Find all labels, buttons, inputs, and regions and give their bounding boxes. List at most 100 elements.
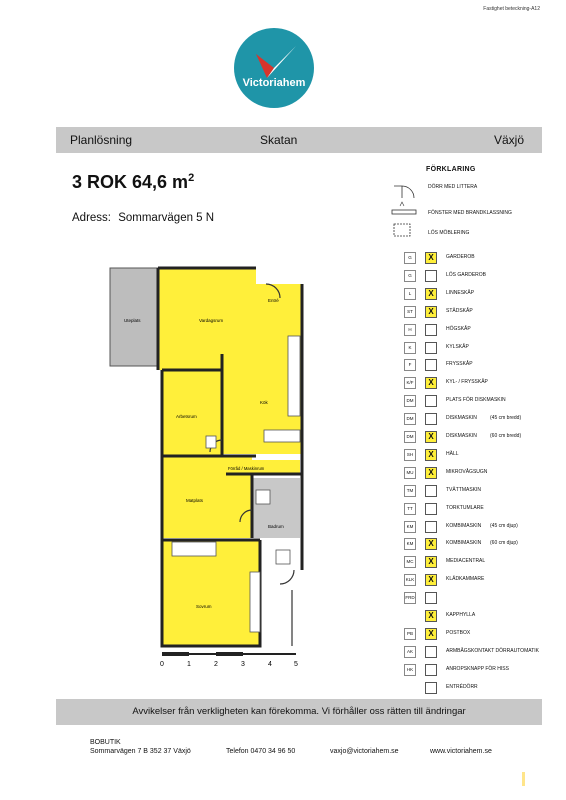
legend-label: KLÄDKAMMARE — [446, 576, 485, 583]
legend-label: DISKMASKIN — [446, 433, 477, 439]
legend-label: HÄLL — [446, 450, 459, 457]
legend-label: KAPPHYLLA — [446, 612, 476, 618]
room-label-forrad: Förråd / Maskinrum — [228, 466, 265, 471]
legend-label: POSTBOX — [446, 629, 471, 636]
area-unit-superscript: 2 — [188, 172, 195, 184]
apartment-size: 3 ROK 64,6 m — [72, 172, 189, 192]
legend-window-label: FÖNSTER MED BRANDKLASSNING — [428, 210, 512, 216]
legend-checkbox: X — [425, 556, 437, 569]
address-label: Adress: — [72, 212, 111, 224]
legend-symbols: DÖRR MED LITTERA FÖNSTER MED BRANDKLASSN… — [388, 176, 548, 246]
patio — [109, 267, 159, 367]
company-email: vaxjo@victoriahem.se — [330, 748, 399, 755]
legend-checkbox: X — [425, 466, 437, 479]
victoriahem-logo: Victoriahem — [234, 28, 314, 108]
city-name: Växjö — [493, 133, 524, 147]
legend-code: KLK — [404, 574, 416, 587]
logo-text: Victoriahem — [243, 77, 306, 89]
scale-labels: 0 1 2 3 4 5 — [160, 661, 298, 668]
property-code: Fastighet beteckning-A12 — [483, 6, 540, 12]
legend-code: L — [404, 287, 416, 300]
legend-checkbox — [425, 663, 437, 676]
room-label-uteplats: Uteplats — [124, 318, 141, 323]
legend-checkbox: X — [425, 305, 437, 318]
legend-checkbox: X — [425, 252, 437, 264]
legend-code: AK — [404, 645, 416, 658]
legend-label: ENTRÉDÖRR — [446, 683, 478, 690]
company-phone: Telefon 0470 34 96 50 — [226, 748, 296, 755]
legend-extra: (60 cm djup) — [490, 540, 518, 547]
legend-label: DISKMASKIN — [446, 415, 477, 422]
legend-label: ANROPSKNAPP FÖR HISS — [446, 665, 509, 672]
legend-code: DM — [404, 395, 416, 408]
legend-code: G — [404, 252, 416, 264]
company-address: Sommarvägen 7 B 352 37 Växjö — [90, 748, 191, 755]
legend-title: FÖRKLARING — [426, 166, 476, 173]
legend-label: ARMBÅGSKONTAKT DÖRRAUTOMATIK — [446, 647, 539, 654]
scale-label: 5 — [294, 661, 298, 668]
legend-row: AK ARMBÅGSKONTAKT DÖRRAUTOMATIK — [400, 645, 550, 658]
legend-label: KYL- / FRYSSKÅP — [446, 379, 488, 386]
legend-row: DM PLATS FÖR DISKMASKIN — [400, 395, 550, 408]
area-name: Skatan — [260, 133, 298, 147]
room-label-arbetsrum: Arbetsrum — [176, 414, 197, 419]
room-label-matplats: Matplats — [186, 498, 204, 503]
scale-label: 0 — [160, 661, 164, 668]
legend-checkbox — [425, 359, 437, 372]
scale-label: 3 — [241, 661, 245, 668]
legend-label: LINNESKÅP — [446, 289, 475, 296]
legend-row: FRD — [400, 592, 550, 605]
legend-furniture-label: LÖS MÖBLERING — [428, 230, 470, 236]
legend-code: DM — [404, 431, 416, 443]
legend-checkbox: X — [425, 287, 437, 300]
legend-label: MEDIACENTRAL — [446, 558, 486, 565]
legend-label: TVÄTTMASKIN — [446, 486, 482, 493]
legend-code: KM — [404, 520, 416, 533]
legend-checkbox — [425, 413, 437, 426]
legend-extra: (60 cm bredd) — [490, 433, 522, 439]
legend-code: FRD — [404, 592, 416, 605]
legend-row: DM X DISKMASKIN (60 cm bredd) — [400, 431, 550, 443]
legend-checkbox — [425, 502, 437, 515]
legend-code: ST — [404, 305, 416, 318]
legend-checkbox — [425, 484, 437, 497]
room-label-vardagsrum: Vardagsrum — [199, 318, 223, 323]
room-label-entre: Entré — [268, 298, 279, 303]
address-value: Sommarvägen 5 N — [118, 212, 215, 224]
legend-label: TORKTUMLARE — [446, 504, 484, 511]
legend-checkbox — [425, 520, 437, 533]
legend-checkbox: X — [425, 431, 437, 443]
disclaimer-bar: Avvikelser från verkligheten kan förekom… — [56, 699, 542, 725]
legend-label: KOMBIMASKIN — [446, 540, 482, 547]
legend-checkbox: X — [425, 538, 437, 551]
legend-code: H — [404, 323, 416, 336]
legend-label: GARDEROB — [446, 254, 475, 260]
legend-label: PLATS FÖR DISKMASKIN — [446, 397, 506, 404]
scale-label: 2 — [214, 661, 218, 668]
legend-code: HK — [404, 663, 416, 676]
header-bar: Planlösning Skatan Växjö — [56, 127, 542, 153]
room-label-kok: Kök — [260, 400, 269, 405]
room-forrad — [226, 460, 300, 474]
room-badrum — [252, 478, 300, 538]
legend-checkbox — [425, 592, 437, 605]
room-vardagsrum — [158, 268, 256, 370]
room-sovrum — [162, 540, 260, 646]
scale-label: 1 — [187, 661, 191, 668]
legend-code: MU — [404, 466, 416, 479]
legend-extra: (45 cm djup) — [490, 522, 518, 529]
legend-code: PB — [404, 627, 416, 640]
legend-checkbox — [425, 341, 437, 354]
corner-marker — [522, 772, 525, 786]
